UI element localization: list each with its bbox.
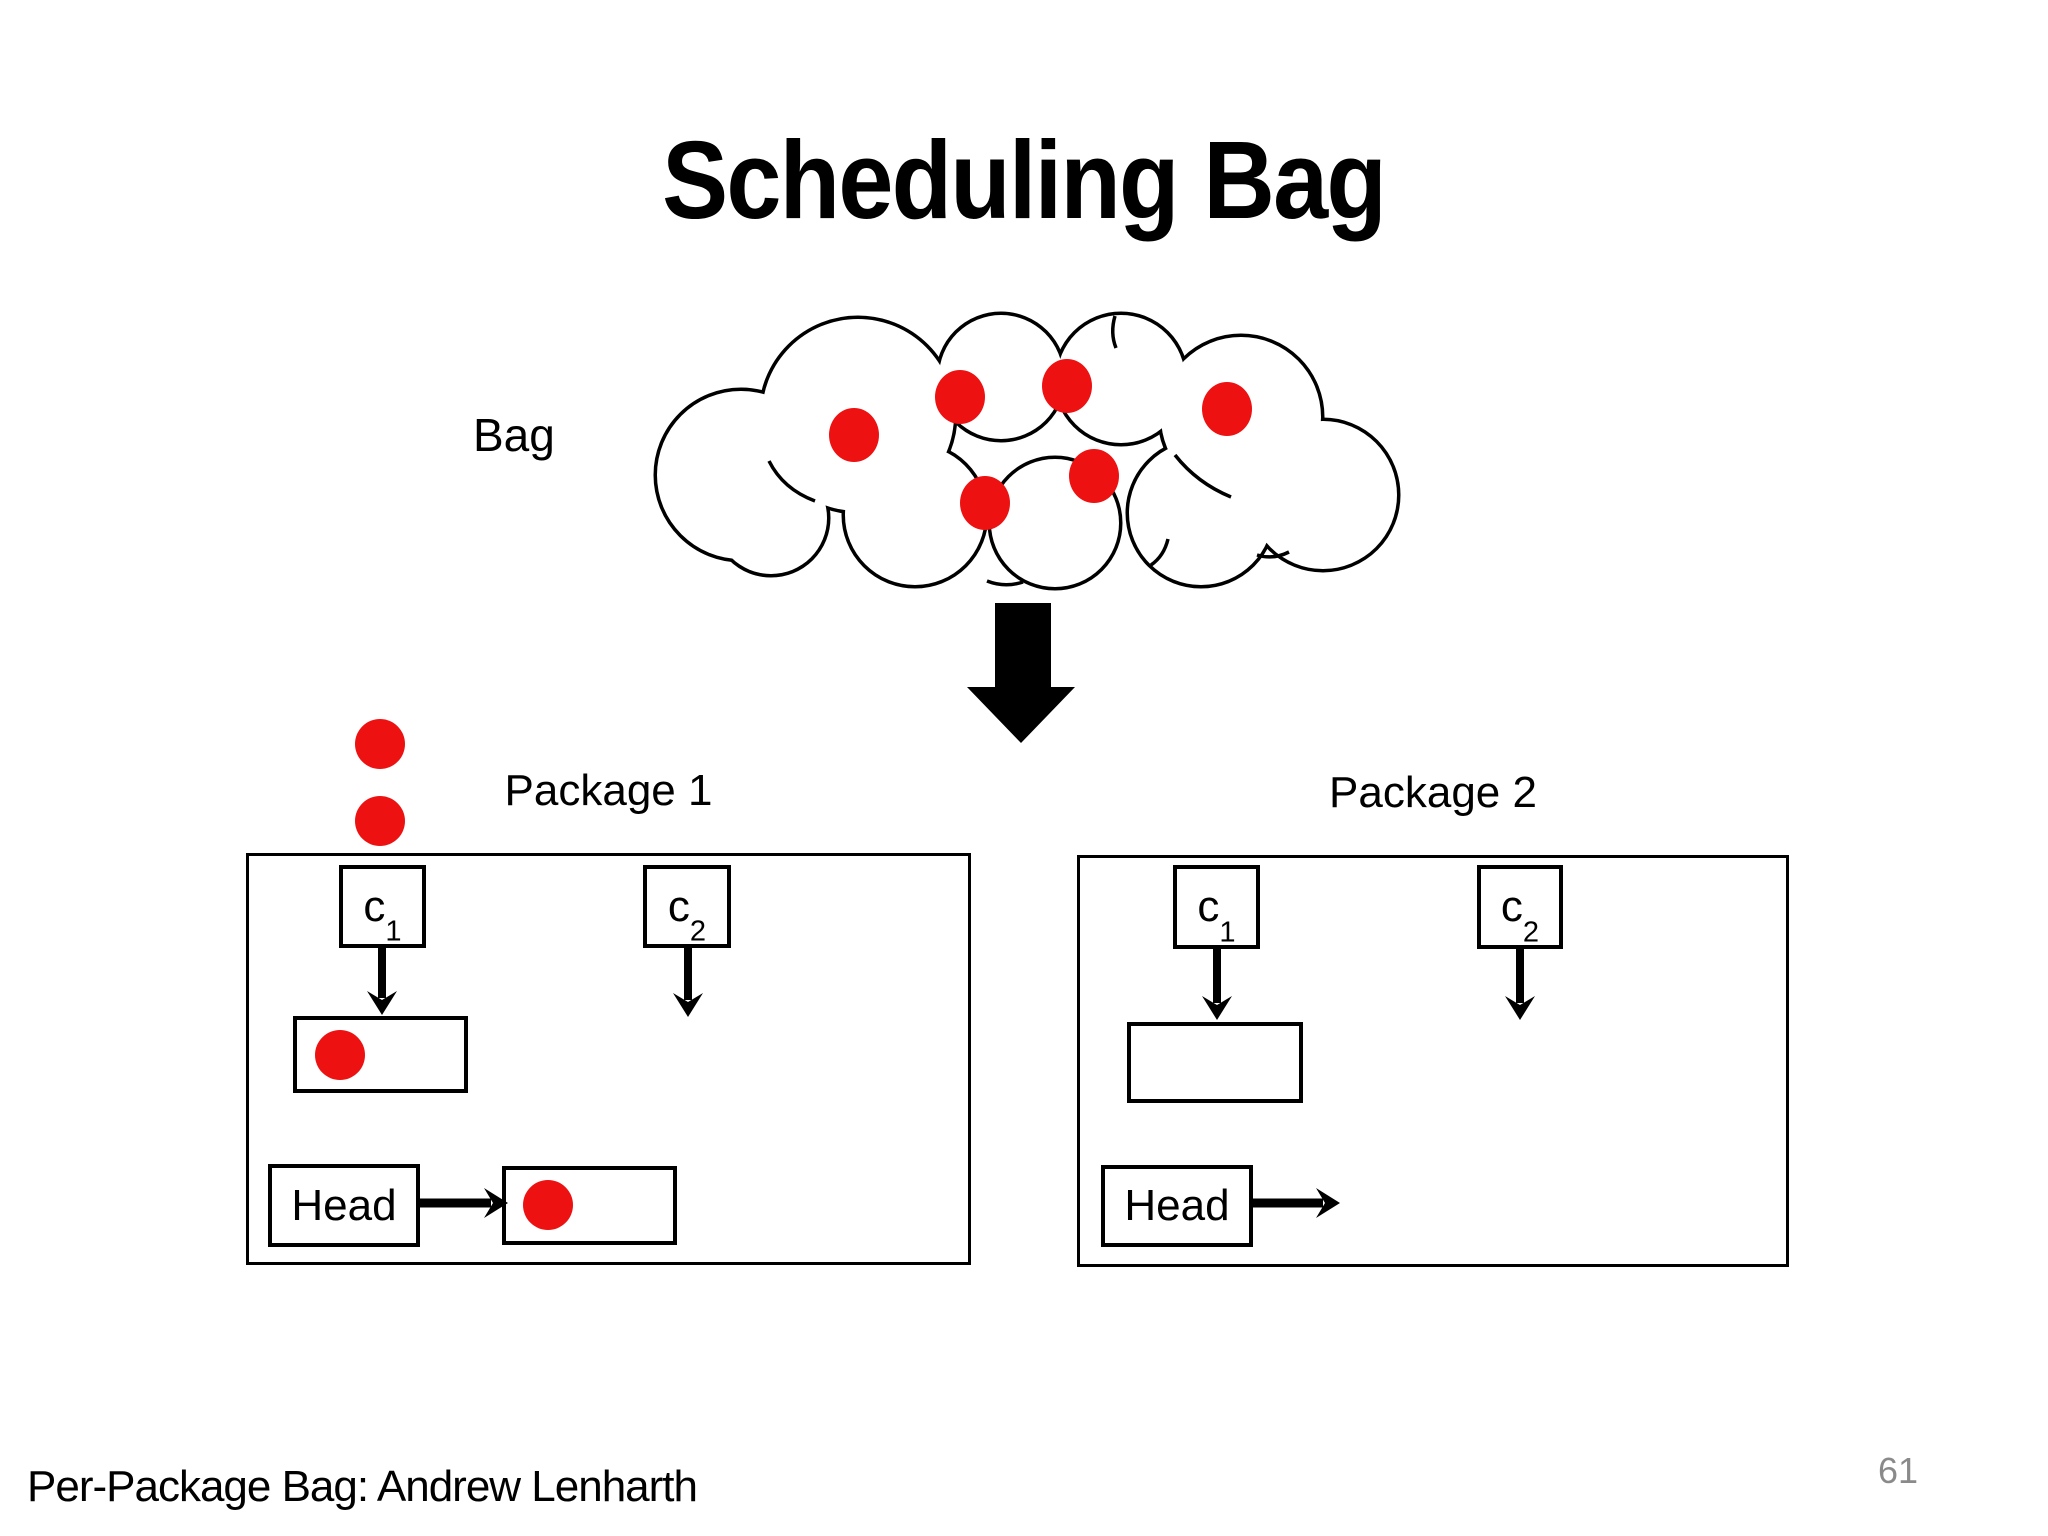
bag-cloud-shape	[653, 311, 1401, 591]
package1-c1-slot-box	[293, 1016, 468, 1093]
pkg2-c1-arrow	[1202, 949, 1232, 1020]
footer-credit: Per-Package Bag: Andrew Lenharth	[27, 1462, 698, 1511]
token-dot	[960, 476, 1010, 530]
c2-label-base: c	[667, 881, 690, 931]
c1-label-sub: 1	[1219, 916, 1236, 949]
cloud-inner-arcs	[767, 315, 1290, 587]
page-title: Scheduling Bag	[0, 126, 2048, 236]
pkg1-c1-arrow	[367, 948, 397, 1015]
pkg2-c2-arrow	[1505, 949, 1535, 1020]
head-label: Head	[291, 1180, 397, 1230]
bag-token-dots	[829, 359, 1252, 530]
page-number: 61	[1878, 1450, 1919, 1491]
c1-label-sub: 1	[385, 915, 402, 948]
token-dot	[523, 1180, 573, 1230]
package1-head-box: Head	[268, 1164, 420, 1247]
token-dot	[1202, 382, 1252, 436]
c1-label-base: c	[1197, 882, 1220, 931]
falling-token-dots	[355, 719, 405, 846]
package2-head-box: Head	[1101, 1165, 1253, 1247]
page-title-text: Scheduling Bag	[662, 119, 1388, 242]
package1-head-slot-box	[502, 1166, 677, 1245]
package2-box	[1077, 855, 1789, 1267]
pkg1-head-arrow	[420, 1188, 508, 1218]
token-dot	[829, 408, 879, 462]
c2-label-base: c	[1500, 882, 1523, 931]
token-dot	[1042, 359, 1092, 413]
pkg2-head-arrow	[1253, 1188, 1340, 1218]
package2-c1-slot-box	[1127, 1022, 1303, 1103]
head-label: Head	[1124, 1181, 1230, 1230]
token-dot	[315, 1030, 365, 1080]
package1-label: Package 1	[504, 766, 713, 815]
token-dot	[355, 719, 405, 769]
package2-label: Package 2	[1329, 768, 1537, 817]
c2-label-sub: 2	[689, 915, 707, 948]
token-dot	[935, 370, 985, 424]
c2-label-sub: 2	[1522, 916, 1540, 949]
token-dot	[355, 796, 405, 846]
c1-label-base: c	[363, 881, 386, 931]
big-down-arrow	[967, 603, 1075, 743]
package1-box	[246, 853, 971, 1265]
pkg1-c2-arrow	[673, 948, 703, 1017]
bag-label: Bag	[473, 409, 555, 461]
token-dot	[1069, 449, 1119, 503]
